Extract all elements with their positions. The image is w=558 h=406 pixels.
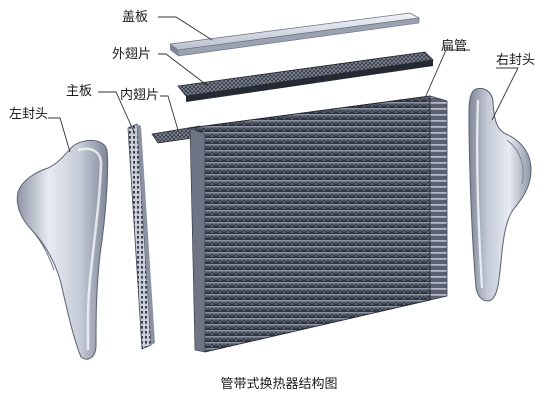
- outer-fin: [177, 51, 434, 102]
- label-flat-tube: 扁管: [441, 39, 467, 54]
- leader-main-plate: [98, 91, 135, 133]
- left-end-cap: [16, 140, 109, 360]
- label-left-end-cap: 左封头: [9, 107, 48, 122]
- label-outer-fin: 外翅片: [112, 46, 151, 62]
- diagram-caption: 管带式换热器结构图: [220, 377, 337, 392]
- label-cover-plate: 盖板: [122, 10, 148, 25]
- leader-inner-fin: [160, 95, 179, 131]
- leader-lines: [48, 16, 519, 153]
- label-right-end-cap: 右封头: [496, 53, 535, 68]
- leader-left-end-cap: [48, 117, 71, 153]
- right-end-cap: [468, 88, 532, 302]
- main-plate: [127, 123, 155, 350]
- leader-cover-plate: [158, 16, 213, 41]
- leader-flat-tube: [424, 49, 470, 99]
- label-inner-fin: 内翅片: [120, 87, 159, 103]
- heat-exchanger-core: [188, 95, 448, 353]
- cover-plate: [168, 12, 421, 57]
- label-main-plate: 主板: [66, 84, 92, 99]
- leader-right-end-cap: [491, 67, 519, 121]
- leader-outer-fin: [158, 53, 209, 87]
